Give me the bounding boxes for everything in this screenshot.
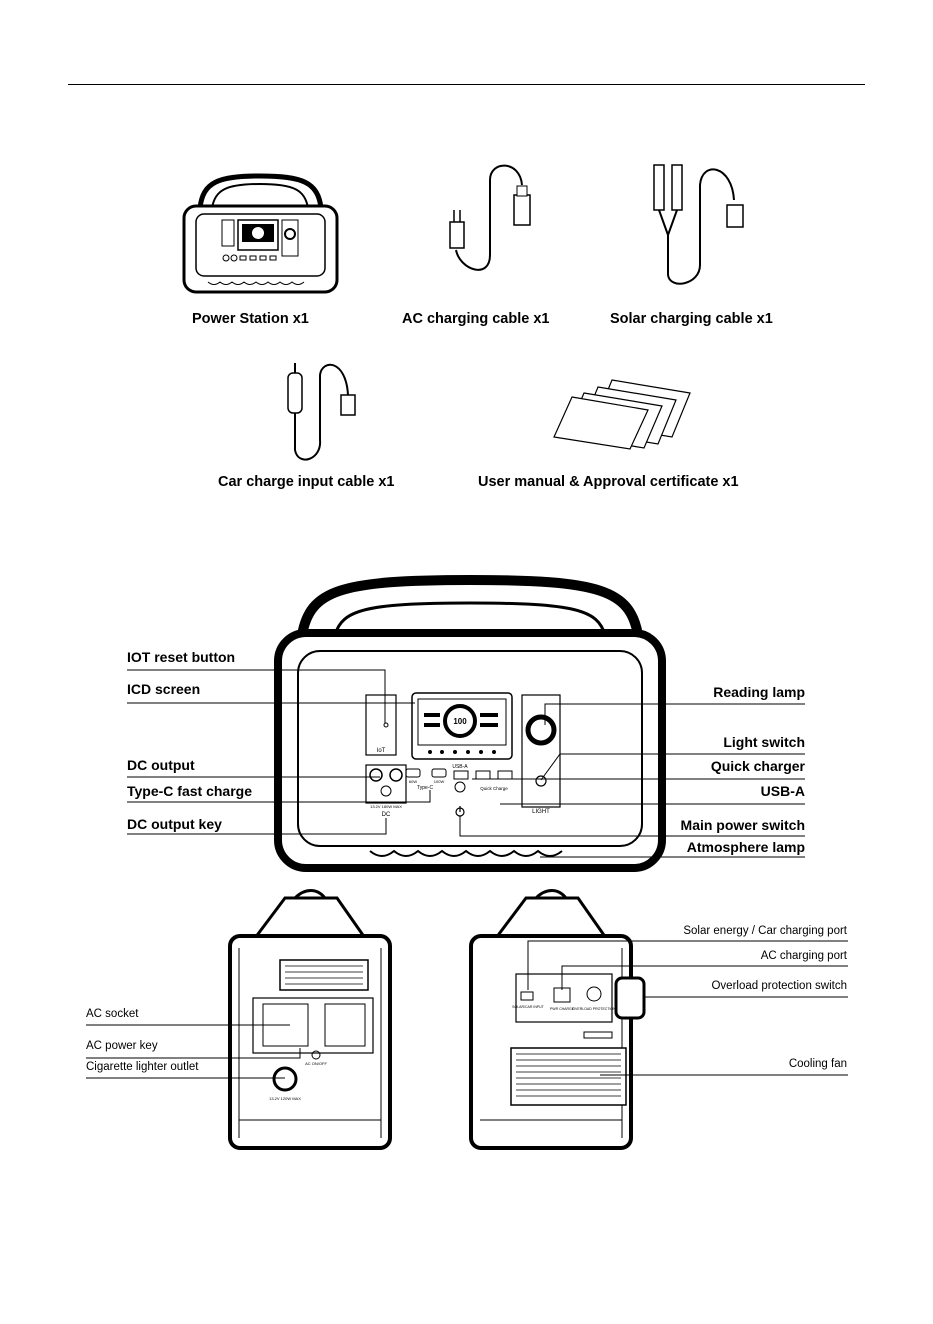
callout-main-power: Main power switch xyxy=(680,817,805,833)
package-label-power-station: Power Station x1 xyxy=(192,311,309,327)
callout-quick-charger: Quick charger xyxy=(710,758,805,774)
panel-usba-label: USB-A xyxy=(452,764,468,770)
panel-pd2: 100W xyxy=(434,779,445,784)
solar-cable-image xyxy=(653,164,744,285)
callout-light-switch: Light switch xyxy=(723,734,805,750)
panel-light-label: LIGHT xyxy=(532,809,550,815)
right-side-diagram: SOLAR/CAR INPUT PWR CHARGE OVERLOAD PROT… xyxy=(469,889,646,1150)
panel-dc-spec: 13.2V 180W MAX xyxy=(370,804,402,809)
callout-dc-output: DC output xyxy=(127,757,195,773)
manual-certificate-image xyxy=(553,379,691,450)
callout-iot-reset: IOT reset button xyxy=(127,649,236,665)
callout-reading-lamp: Reading lamp xyxy=(713,684,805,700)
header-rule xyxy=(68,84,865,85)
panel-typec-label: Type-C xyxy=(417,785,434,791)
callout-ac-charging-port: AC charging port xyxy=(760,950,847,962)
callout-cooling-fan: Cooling fan xyxy=(788,1058,847,1070)
panel-cig-spec: 13.2V 120W MAX xyxy=(269,1096,301,1101)
left-side-diagram: AC ON/OFF 13.2V 120W MAX xyxy=(228,889,392,1150)
callout-icd-screen: ICD screen xyxy=(127,681,201,697)
callout-solar-port: Solar energy / Car charging port xyxy=(683,925,847,937)
callout-dc-key: DC output key xyxy=(127,816,222,832)
package-label-car-cable: Car charge input cable x1 xyxy=(218,474,395,490)
lcd-percent: 100 xyxy=(453,717,467,726)
package-label-solar-cable: Solar charging cable x1 xyxy=(610,311,773,327)
car-cable-image xyxy=(287,363,356,461)
ac-cable-image xyxy=(449,164,531,271)
panel-dc-label: DC xyxy=(382,812,391,818)
panel-iot-label: IoT xyxy=(377,748,386,754)
panel-ac-key-label: AC ON/OFF xyxy=(305,1061,327,1066)
callout-atmosphere-lamp: Atmosphere lamp xyxy=(686,839,805,855)
power-station-image xyxy=(182,173,339,294)
callout-ac-power-key: AC power key xyxy=(86,1040,158,1052)
package-label-ac-cable: AC charging cable x1 xyxy=(402,311,550,327)
panel-overload: OVERLOAD PROTECTION xyxy=(572,1007,616,1011)
panel-solar-in: SOLAR/CAR INPUT xyxy=(512,1005,545,1009)
panel-ac-in: PWR CHARGE xyxy=(550,1007,575,1011)
package-label-manual: User manual & Approval certificate x1 xyxy=(478,474,739,490)
callout-usba: USB-A xyxy=(760,783,805,799)
callout-overload-switch: Overload protection switch xyxy=(711,980,847,992)
front-panel-diagram: IoT 100 LIGHT 13.2V 180W MAX DC 60W 100W… xyxy=(274,575,666,872)
callout-typec: Type-C fast charge xyxy=(127,783,252,799)
callout-cigarette: Cigarette lighter outlet xyxy=(86,1061,199,1073)
panel-quick-label: Quick Charge xyxy=(480,786,508,791)
callout-ac-socket: AC socket xyxy=(86,1008,139,1020)
panel-pd1: 60W xyxy=(409,779,417,784)
